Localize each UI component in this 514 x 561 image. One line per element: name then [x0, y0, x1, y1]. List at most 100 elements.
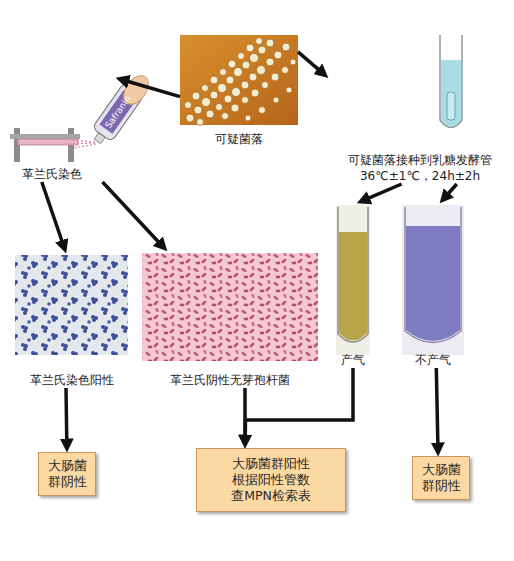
colony-photo: [180, 35, 298, 126]
image-node: 不产气: [395, 203, 470, 368]
colony-dot: [273, 97, 279, 103]
colony-dot: [206, 110, 214, 118]
tube-glass: [440, 35, 462, 128]
caption-text: 可疑菌落接种到乳糖发酵管 36℃±1℃，24h±2h: [345, 152, 495, 184]
colony-dot: [220, 69, 227, 76]
colony-dot: [249, 73, 257, 81]
result-box: 大肠菌群阳性 根据阳性管数 查MPN检索表: [196, 448, 346, 512]
purple-tube: [402, 205, 464, 355]
image-node: 革兰氏阴性无芽孢杆菌: [140, 251, 320, 388]
colony-dot: [210, 76, 218, 84]
flow-arrow: [436, 368, 438, 446]
colony-dot: [274, 51, 282, 59]
box-text: 大肠菌群阴性: [421, 462, 461, 494]
colony-dot: [228, 60, 236, 68]
colony-dot: [216, 104, 223, 111]
colony-dot: [222, 113, 229, 120]
rod-cells: [142, 253, 318, 361]
image-node: 产气: [332, 203, 374, 368]
colony-dot: [245, 115, 251, 121]
glass-slide: [18, 139, 78, 145]
colony-dot: [290, 59, 296, 65]
result-box: 大肠菌群阴性: [412, 456, 470, 500]
colony-dot: [234, 68, 243, 77]
colony-dot: [202, 85, 209, 92]
flow-arrow: [64, 388, 68, 442]
micrograph-bg: [15, 255, 128, 355]
colony-dot: [210, 91, 218, 99]
caption-text: 革兰氏阴性无芽孢杆菌: [170, 372, 290, 388]
colony-dot: [231, 104, 239, 112]
colony-dot: [271, 73, 279, 81]
durham-tube: [447, 92, 455, 120]
caption-text: 革兰氏染色: [22, 166, 82, 182]
colony-dot: [286, 87, 292, 93]
colony-dot: [186, 114, 194, 122]
colony-dot: [238, 53, 245, 60]
colony-dot: [250, 54, 259, 63]
colony-dot: [194, 106, 202, 114]
micrograph-bg: [142, 253, 318, 361]
flow-arrow: [366, 184, 401, 199]
rack-bar: [10, 134, 80, 139]
yellow-tube: [336, 205, 370, 355]
image-node: 革兰氏染色: [8, 78, 143, 182]
colony-dot: [258, 46, 266, 54]
colony-dot: [282, 67, 289, 74]
staining-illustration: [10, 71, 153, 162]
image-node: 可疑菌落: [180, 35, 298, 147]
image-node: 可疑菌落接种到乳糖发酵管 36℃±1℃，24h±2h: [328, 32, 512, 184]
spray-line: [72, 140, 95, 142]
colony-dot: [241, 81, 249, 89]
result-box: 大肠菌群阴性: [38, 452, 96, 496]
gram-positive-micrograph: [15, 255, 128, 355]
colony-dot: [242, 97, 249, 104]
colony-dot: [224, 95, 232, 103]
spray-line: [74, 144, 96, 148]
colony-dot: [259, 107, 266, 114]
spray-line: [66, 143, 95, 144]
flow-arrow: [103, 182, 161, 244]
tube-glass: [338, 207, 368, 342]
colony-dot: [185, 102, 192, 109]
flow-arrow: [298, 52, 320, 71]
colony-dot: [257, 66, 266, 75]
agar-plate: [180, 35, 298, 125]
colony-dot: [232, 88, 241, 97]
flow-arrow: [447, 184, 457, 196]
cocci-clusters: [15, 255, 128, 355]
tube-broth: [441, 60, 461, 127]
spray: [66, 140, 96, 148]
tube-broth: [406, 226, 460, 341]
caption-text: 产气: [341, 352, 365, 368]
colony-dot: [266, 39, 274, 47]
fermentation-tube: [440, 35, 462, 128]
caption-text: 不产气: [415, 352, 451, 368]
colony-dot: [266, 58, 274, 66]
colony-dot: [262, 82, 269, 89]
image-node: 革兰氏染色阳性: [12, 253, 132, 388]
tube-photo-bg: [336, 205, 370, 355]
flow-arrow: [42, 182, 63, 244]
tube-broth: [339, 232, 367, 341]
colony-dot: [197, 119, 204, 126]
gram-negative-micrograph: [142, 253, 318, 361]
caption-text: 革兰氏染色阳性: [30, 372, 114, 388]
colony-dot: [282, 43, 290, 51]
box-text: 大肠菌群阳性 根据阳性管数 查MPN检索表: [205, 456, 337, 504]
colony-dot: [192, 92, 200, 100]
caption-text: 可疑菌落: [215, 131, 263, 147]
colony-dot: [242, 61, 250, 69]
colony-dot: [246, 44, 254, 52]
colony-dot: [256, 38, 263, 45]
box-text: 大肠菌群阴性: [47, 458, 87, 490]
tube-glass: [405, 207, 461, 343]
flow-arrow: [126, 81, 180, 97]
colony-dot: [251, 89, 259, 97]
colony-dot: [226, 76, 234, 84]
tube-photo-bg: [402, 205, 464, 355]
colony-dot: [218, 84, 227, 93]
flow-arrow: [243, 388, 247, 438]
colony-dot: [202, 98, 211, 107]
